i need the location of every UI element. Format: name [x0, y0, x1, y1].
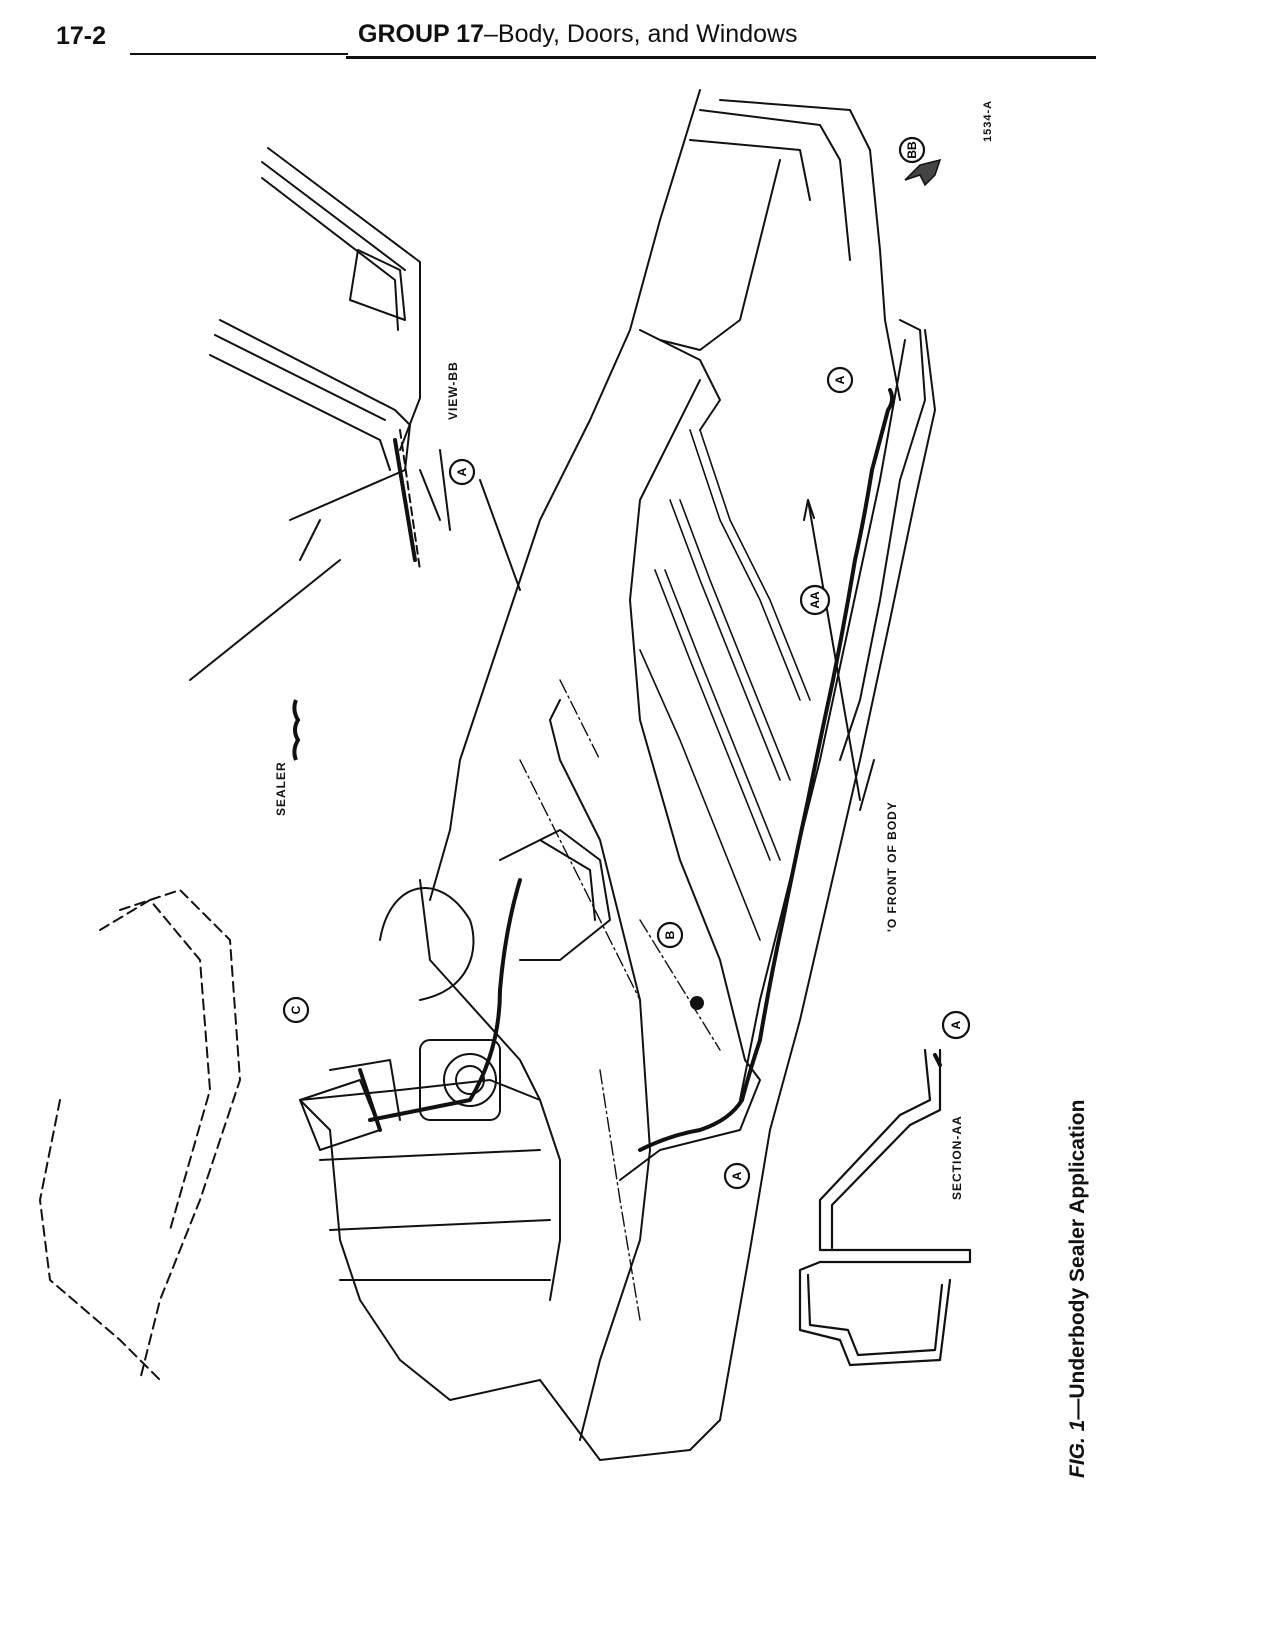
to-front-label: 'O FRONT OF BODY: [885, 801, 899, 932]
callout-bb: BB: [898, 136, 926, 164]
callout-a-lower: A: [723, 1162, 751, 1190]
section-aa-label: SECTION-AA: [950, 1115, 964, 1200]
callout-aa: AA: [799, 584, 831, 616]
header-rule-right: [346, 56, 1096, 59]
sealer-legend-label: SEALER: [274, 761, 288, 816]
bb-view-arrow: [904, 158, 942, 187]
svg-text:A: A: [949, 1020, 963, 1029]
page-number: 17-2: [56, 22, 107, 50]
svg-text:A: A: [455, 467, 469, 476]
callout-b: B: [656, 921, 684, 949]
dashed-inset: [39, 889, 241, 1381]
underbody-drawing: A A AA B C A A BB: [39, 89, 972, 1461]
figure-title: —Underbody Sealer Application: [1066, 1099, 1089, 1420]
callout-a-viewbb: A: [448, 458, 476, 486]
sealer-spot: [690, 996, 704, 1010]
callout-c: C: [282, 996, 310, 1024]
section-arrows: [803, 499, 875, 811]
page-header: 17-2 GROUP 17–Body, Doors, and Windows: [0, 0, 1272, 70]
svg-text:A: A: [833, 375, 847, 384]
view-bb-inset: [189, 147, 521, 681]
svg-text:B: B: [663, 930, 677, 939]
figure-caption: FIG. 1—Underbody Sealer Application: [1066, 1100, 1090, 1478]
figure-code: 1534-A: [982, 99, 994, 142]
view-bb-label: VIEW-BB: [446, 361, 460, 420]
section-aa-detail: [798, 1048, 972, 1367]
callout-a-section: A: [941, 1010, 971, 1040]
sealer-legend-bead: [292, 699, 301, 761]
floor-pan-outline: [299, 89, 936, 1461]
svg-text:C: C: [289, 1005, 303, 1014]
sealer-bead: [358, 388, 942, 1152]
header-rule-left: [130, 53, 348, 55]
floor-ribs: [639, 429, 811, 941]
callout-a-upper: A: [826, 366, 854, 394]
construction-lines: [519, 679, 721, 1321]
svg-text:AA: AA: [808, 591, 822, 609]
figure-number: FIG. 1: [1066, 1419, 1089, 1478]
group-title: –Body, Doors, and Windows: [483, 20, 798, 48]
svg-text:BB: BB: [905, 141, 919, 159]
group-label: GROUP 17: [358, 20, 484, 48]
page-title: GROUP 17–Body, Doors, and Windows: [358, 20, 798, 49]
svg-text:A: A: [730, 1171, 744, 1180]
